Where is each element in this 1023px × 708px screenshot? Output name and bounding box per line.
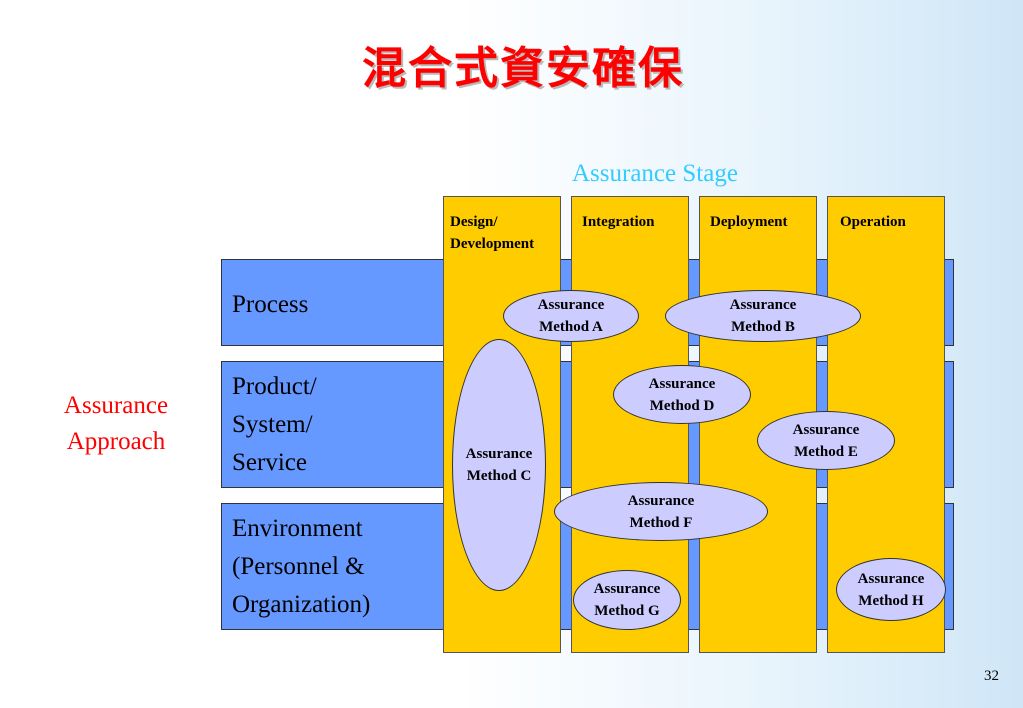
method-label: Assurance Method C xyxy=(465,446,533,484)
assurance-method-b: Assurance Method B xyxy=(665,290,861,342)
page-title: 混合式資安確保 xyxy=(362,43,684,94)
method-label: Assurance Method A xyxy=(537,297,605,335)
row-label-product: Product/ System/ Service xyxy=(232,368,317,482)
column-label-line: Design/ xyxy=(450,214,498,230)
method-label: Assurance Method B xyxy=(729,297,797,335)
assurance-method-c: Assurance Method C xyxy=(452,339,546,591)
method-label: Assurance Method F xyxy=(627,492,695,531)
column-label-integration: Integration xyxy=(582,211,655,233)
column-label-operation: Operation xyxy=(840,211,906,233)
row-label-line: Environment xyxy=(232,515,363,542)
column-label-line: Operation xyxy=(840,214,906,230)
method-label: Assurance Method H xyxy=(857,570,925,609)
row-label-line: System/ xyxy=(232,411,313,438)
approach-line-2: Approach xyxy=(66,428,166,455)
method-label: Assurance Method D xyxy=(648,375,716,414)
assurance-approach-heading: Assurance Approach xyxy=(46,388,186,460)
row-label-line: (Personnel & xyxy=(232,553,365,580)
method-label: Assurance Method E xyxy=(792,421,860,460)
assurance-stage-heading: Assurance Stage xyxy=(572,160,738,187)
assurance-method-e: Assurance Method E xyxy=(757,411,895,470)
row-label-environment: Environment (Personnel & Organization) xyxy=(232,510,370,624)
assurance-method-h: Assurance Method H xyxy=(836,558,946,621)
column-label-deployment: Deployment xyxy=(710,211,788,233)
row-label-process: Process xyxy=(232,286,308,324)
page-number: 32 xyxy=(984,668,999,684)
row-label-line: Process xyxy=(232,291,309,318)
column-label-line: Development xyxy=(450,236,535,252)
assurance-method-g: Assurance Method G xyxy=(573,570,681,630)
row-label-line: Service xyxy=(232,449,307,476)
assurance-method-d: Assurance Method D xyxy=(613,365,751,424)
column-label-design: Design/ Development xyxy=(450,211,534,255)
row-label-line: Organization) xyxy=(232,591,371,618)
assurance-method-f: Assurance Method F xyxy=(554,482,768,541)
approach-line-1: Assurance xyxy=(63,392,169,419)
assurance-method-a: Assurance Method A xyxy=(503,290,639,342)
column-label-line: Deployment xyxy=(710,214,788,230)
method-label: Assurance Method G xyxy=(593,581,661,619)
row-label-line: Product/ xyxy=(232,373,317,400)
column-label-line: Integration xyxy=(582,214,655,230)
